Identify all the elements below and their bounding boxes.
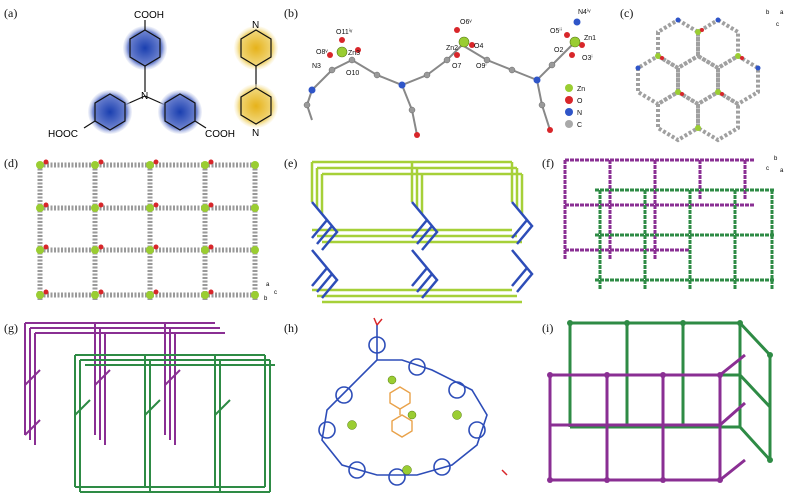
axis-d-a: a [266,282,270,288]
atom-o5: O5ⁱⁱ [550,27,562,35]
panel-c: (c) b a c [618,0,789,150]
ligand-structures: COOH N HOOC COOH N N [48,10,278,140]
panel-h: (h) [282,315,537,501]
bipy-n-top: N [252,20,259,31]
axis-c-c: c [776,22,779,28]
axis-f-a: a [780,168,784,174]
legend-o: O [577,98,583,105]
atom-o2: O2 [554,47,563,54]
panel-i: (i) [540,315,789,501]
bipy-n-bottom: N [252,128,259,139]
axis-f-b: b [774,156,778,162]
legend-c: C [577,122,582,129]
cooh-left-label: HOOC [48,129,78,140]
panel-d: (d) a c b [0,150,280,315]
honeycomb-net: b a c [635,10,784,143]
topology-e [310,160,534,304]
atom-o9: O9ⁱ [476,62,487,70]
topology-g [24,322,275,493]
legend-zn: Zn [577,86,585,93]
panel-label-f: (f) [542,156,554,170]
cube-lattice [547,320,773,483]
panel-label-e: (e) [284,156,298,170]
panel-label-i: (i) [542,321,554,335]
panel-label-d: (d) [4,156,18,170]
pore-with-guest [318,317,508,486]
axis-d-b: b [264,296,268,302]
atom-o10: O10 [346,70,359,77]
axis-d-c: c [274,290,277,296]
panel-a: (a) COOH N HOOC [0,0,280,150]
panel-label-a: (a) [4,6,18,20]
cooh-top-label: COOH [134,10,164,21]
panel-g: (g) [0,315,280,501]
atom-zn2: Zn2 [446,45,458,52]
interpenetrated-net-f: b c a [563,156,784,290]
atom-o3: O3ⁱ [582,54,593,62]
axis-c-a: a [780,10,784,16]
panel-label-g: (g) [4,321,18,335]
atom-n4: N4ⁱᵛ [578,8,591,16]
panel-b: (b) O11ⁱᵛ O8ᵛ Zn3 [282,0,617,150]
panel-e: (e) [282,150,537,315]
atom-zn3: Zn3 [348,50,360,57]
axis-c-b: b [766,10,770,16]
panel-label-b: (b) [284,6,298,20]
atom-o7: O7 [452,63,461,70]
framework-grid: a c b [36,159,277,302]
atom-o4: O4 [474,43,483,50]
cooh-right-label: COOH [205,129,235,140]
atom-o6: O6ᵛ [460,19,472,26]
legend-n: N [577,110,582,117]
atom-legend: Zn O N C [565,84,585,129]
svg-text:N: N [141,91,148,102]
axis-f-c: c [766,166,769,172]
atom-o11: O11ⁱᵛ [336,28,353,36]
atom-o8: O8ᵛ [316,49,328,56]
panel-label-h: (h) [284,321,298,335]
coordination-environment: O11ⁱᵛ O8ᵛ Zn3 N3 O10 O6ᵛ Zn2 O4 O7 O9ⁱ N… [303,8,596,138]
atom-zn1: Zn1 [584,35,596,42]
panel-label-c: (c) [620,6,634,20]
atom-n3: N3 [312,63,321,70]
panel-f: (f) b c a [540,150,789,315]
